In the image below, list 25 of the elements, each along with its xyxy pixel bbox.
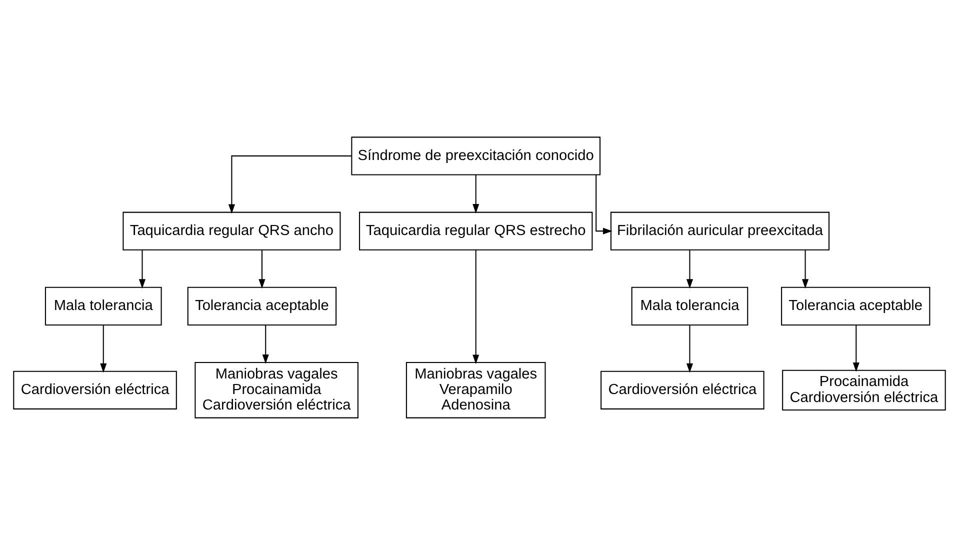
node-box: Taquicardia regular QRS estrecho: [359, 212, 593, 250]
node-box: Procainamida Cardioversión eléctrica: [782, 370, 946, 411]
arrow: [472, 250, 480, 364]
node-box: Síndrome de preexcitación conocido: [351, 136, 601, 176]
arrow: [228, 155, 352, 214]
arrow: [596, 174, 612, 234]
node-box: Tolerancia aceptable: [781, 286, 930, 326]
node-box: Maniobras vagales Verapamilo Adenosina: [406, 362, 546, 418]
node-box: Mala tolerancia: [631, 286, 748, 326]
node-box: Taquicardia regular QRS ancho: [122, 212, 341, 250]
arrow: [852, 325, 860, 372]
arrow: [100, 325, 107, 373]
node-box: Fibrilación auricular preexcitada: [610, 212, 830, 250]
node-box: Cardioversión eléctrica: [600, 370, 764, 410]
arrow: [686, 325, 694, 373]
node-box: Maniobras vagales Procainamida Cardioversión eléctrica: [194, 362, 358, 418]
arrow: [472, 174, 480, 214]
arrow: [262, 325, 269, 364]
arrow: [802, 250, 809, 289]
arrow: [138, 250, 146, 289]
node-box: Tolerancia aceptable: [187, 286, 337, 326]
arrow: [686, 250, 694, 289]
node-box: Mala tolerancia: [44, 286, 162, 326]
node-box: Cardioversión eléctrica: [13, 370, 177, 410]
arrow: [258, 250, 266, 289]
